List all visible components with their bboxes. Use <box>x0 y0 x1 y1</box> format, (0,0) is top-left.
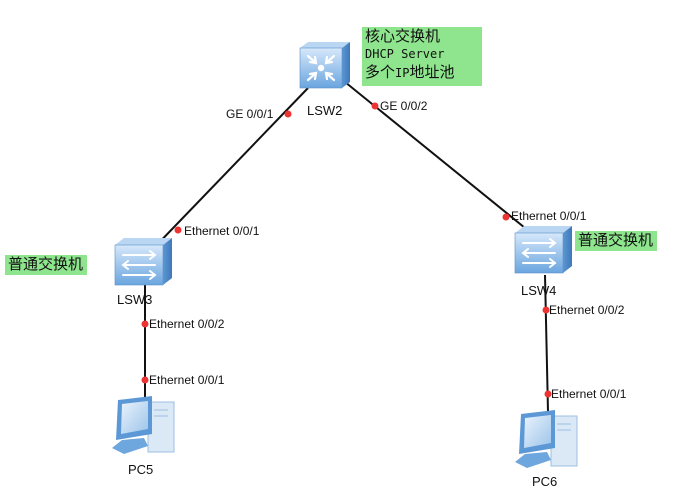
port-label: GE 0/0/2 <box>380 99 428 113</box>
core-switch-note: 核心交换机 DHCP Server 多个IP地址池 <box>362 27 482 86</box>
device-label-pc5: PC5 <box>128 462 154 477</box>
port-label: Ethernet 0/0/1 <box>511 209 587 223</box>
port-dot-pc5-e001 <box>141 376 149 384</box>
port-label: GE 0/0/1 <box>226 107 274 121</box>
device-label-lsw4: LSW4 <box>521 283 557 298</box>
port-dot-lsw4-e001 <box>502 213 510 221</box>
device-label-lsw3: LSW3 <box>117 292 153 307</box>
note-line: 核心交换机 <box>365 28 441 45</box>
device-label-lsw2: LSW2 <box>307 103 343 118</box>
link-lsw4-pc6[interactable] <box>544 274 549 413</box>
pc-icon[interactable] <box>112 396 175 454</box>
port-dot-pc6-e001 <box>544 390 552 398</box>
core-switch-icon[interactable] <box>299 42 350 89</box>
note-text: 地址池 <box>409 64 455 81</box>
note-line: 多个IP地址池 <box>365 63 482 83</box>
access-switch-icon[interactable] <box>514 226 572 274</box>
port-dot-lsw3-e002 <box>141 320 149 328</box>
port-label: Ethernet 0/0/2 <box>149 317 225 331</box>
port-label: Ethernet 0/0/1 <box>551 387 627 401</box>
access-switch-icon[interactable] <box>114 238 172 286</box>
port-label: Ethernet 0/0/1 <box>149 373 225 387</box>
port-dot-lsw3-e001 <box>174 226 182 234</box>
access-switch-note-lsw3: 普通交换机 <box>5 255 88 275</box>
link-lsw2-lsw3[interactable] <box>149 87 309 253</box>
port-dot-lsw2-ge001 <box>284 110 292 118</box>
pc-icon[interactable] <box>515 410 578 468</box>
port-dot-lsw4-e002 <box>542 306 550 314</box>
note-text: 多个 <box>365 64 396 81</box>
port-dot-lsw2-ge002 <box>371 102 379 110</box>
port-label: Ethernet 0/0/2 <box>549 303 625 317</box>
device-label-pc6: PC6 <box>532 474 558 489</box>
note-text: IP <box>395 66 410 80</box>
access-switch-note-lsw4: 普通交换机 <box>575 231 658 251</box>
port-label: Ethernet 0/0/1 <box>184 224 260 238</box>
note-line: DHCP Server <box>365 47 445 61</box>
